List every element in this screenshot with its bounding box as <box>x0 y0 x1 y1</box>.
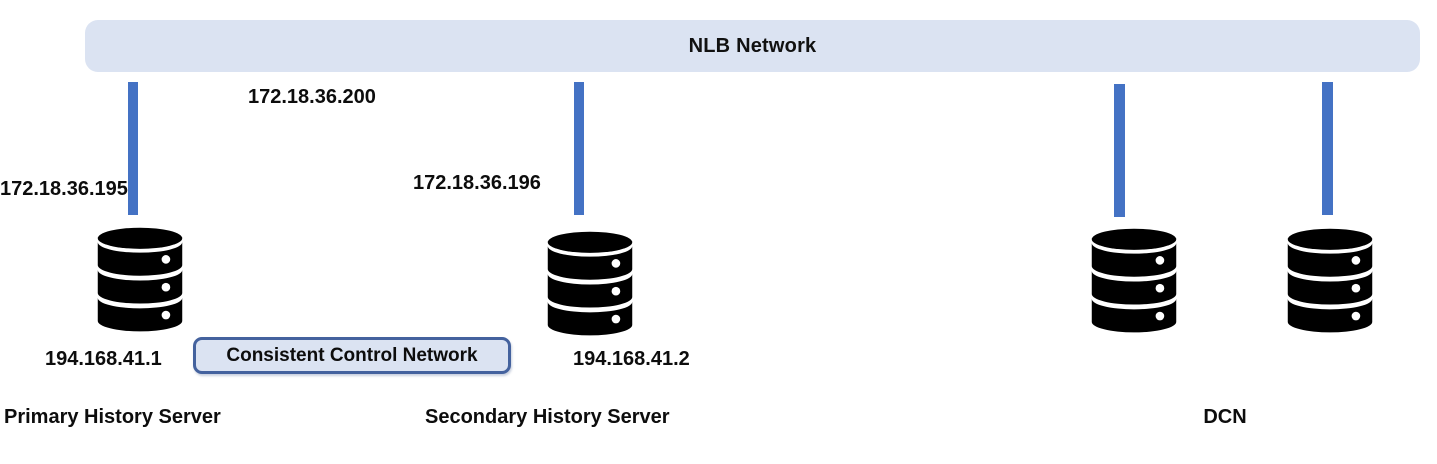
nlb-network-label: NLB Network <box>688 34 817 57</box>
connector-line-secondary <box>574 82 584 215</box>
database-icon-dcn-1 <box>1091 228 1177 333</box>
nlb-virtual-ip-label: 172.18.36.200 <box>248 86 376 108</box>
consistent-control-network-label: Consistent Control Network <box>226 344 478 366</box>
primary-history-server-label: Primary History Server <box>4 406 221 428</box>
connector-line-dcn-1 <box>1114 84 1125 217</box>
consistent-control-network-box: Consistent Control Network <box>193 337 511 374</box>
secondary-nlb-ip-label: 172.18.36.196 <box>413 172 541 194</box>
primary-ccn-ip-label: 194.168.41.1 <box>45 348 162 370</box>
connector-line-dcn-2 <box>1322 82 1333 215</box>
database-icon-dcn-2 <box>1287 228 1373 333</box>
database-icon-primary <box>97 227 183 332</box>
database-icon-secondary <box>547 231 633 336</box>
primary-nlb-ip-label: 172.18.36.195 <box>0 178 128 200</box>
secondary-history-server-label: Secondary History Server <box>425 406 670 428</box>
secondary-ccn-ip-label: 194.168.41.2 <box>573 348 690 370</box>
connector-line-primary <box>128 82 138 215</box>
nlb-network-bar: NLB Network <box>85 20 1420 72</box>
dcn-label: DCN <box>1203 406 1247 428</box>
